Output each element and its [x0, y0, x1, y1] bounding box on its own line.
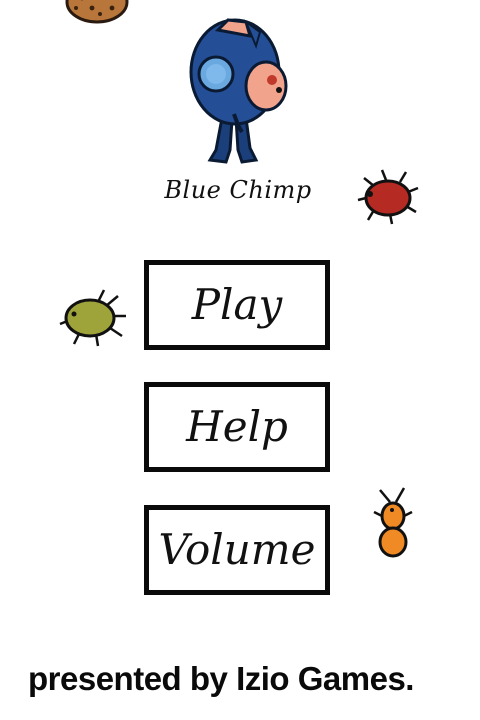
play-button[interactable]: Play [144, 260, 330, 350]
help-button-label: Help [186, 402, 288, 451]
blue-chimp-character [189, 18, 288, 164]
orange-ant-sprite [373, 487, 413, 558]
volume-button-label: Volume [158, 525, 316, 574]
green-bug-sprite [59, 289, 126, 347]
play-button-label: Play [191, 280, 283, 329]
volume-button[interactable]: Volume [144, 505, 330, 595]
help-button[interactable]: Help [144, 382, 330, 472]
game-title: Blue Chimp [164, 176, 312, 204]
red-bug-sprite [357, 169, 419, 225]
cookie-sprite [65, 0, 129, 24]
credits-text: presented by Izio Games. [28, 660, 414, 697]
